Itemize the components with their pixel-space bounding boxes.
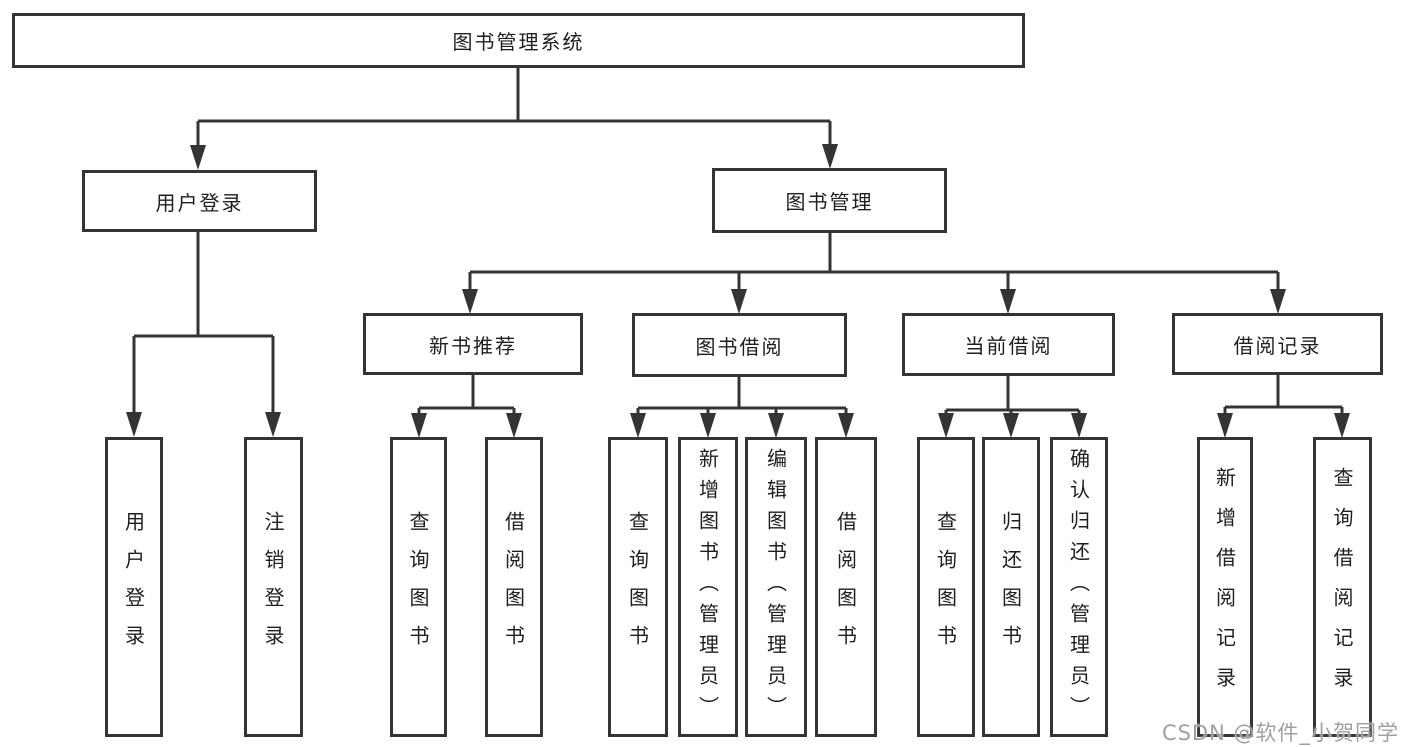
arrowhead-icon bbox=[126, 412, 142, 437]
arrowheads bbox=[126, 144, 1350, 438]
node-user-login-label: 用户登录 bbox=[155, 190, 244, 215]
leaf-borrow-books-recommend-label: 借阅图书 bbox=[501, 511, 526, 663]
leaf-user-login-label: 用户登录 bbox=[121, 511, 146, 663]
arrowhead-icon bbox=[1003, 413, 1019, 438]
leaf-query-books-recommend-label: 查询图书 bbox=[406, 511, 430, 663]
leaf-return-book-label: 归还图书 bbox=[998, 511, 1023, 663]
leaf-borrow-books-borrowing-label: 借阅图书 bbox=[833, 511, 858, 663]
node-new-book-recommend-label: 新书推荐 bbox=[429, 333, 517, 358]
watermark: CSDN @软件_小贺同学 bbox=[1161, 721, 1399, 745]
arrowhead-icon bbox=[411, 413, 427, 438]
arrowhead-icon bbox=[1334, 413, 1350, 438]
leaf-borrow-books-borrowing: 借阅图书 bbox=[815, 437, 877, 737]
node-book-management: 图书管理 bbox=[712, 168, 947, 233]
node-root: 图书管理系统 bbox=[12, 13, 1025, 68]
node-user-login: 用户登录 bbox=[82, 170, 317, 232]
arrowhead-icon bbox=[1071, 413, 1087, 438]
node-book-borrowing: 图书借阅 bbox=[632, 313, 847, 377]
arrowhead-icon bbox=[630, 413, 646, 438]
leaf-borrow-books-recommend: 借阅图书 bbox=[485, 437, 543, 737]
leaf-add-book-admin: 新增图书（管理员） bbox=[678, 437, 738, 737]
node-new-book-recommend: 新书推荐 bbox=[363, 313, 583, 375]
arrowhead-icon bbox=[838, 413, 854, 438]
arrowhead-icon bbox=[462, 289, 478, 314]
arrowhead-icon bbox=[731, 289, 747, 314]
node-book-management-label: 图书管理 bbox=[785, 190, 874, 214]
leaf-query-books-current: 查询图书 bbox=[917, 437, 975, 737]
arrowhead-icon bbox=[265, 412, 281, 437]
leaf-query-borrow-record-label: 查询借阅记录 bbox=[1330, 467, 1354, 707]
leaf-add-borrow-record: 新增借阅记录 bbox=[1197, 437, 1253, 737]
leaf-add-borrow-record-label: 新增借阅记录 bbox=[1212, 467, 1237, 707]
leaf-query-books-borrowing: 查询图书 bbox=[608, 437, 668, 737]
node-book-borrowing-label: 图书借阅 bbox=[695, 334, 784, 359]
leaf-query-borrow-record: 查询借阅记录 bbox=[1313, 437, 1372, 737]
leaf-add-book-admin-label: 新增图书（管理员） bbox=[695, 447, 720, 727]
arrowhead-icon bbox=[1000, 289, 1016, 314]
leaf-user-login: 用户登录 bbox=[105, 437, 163, 737]
arrowhead-icon bbox=[506, 413, 522, 438]
leaf-query-books-recommend: 查询图书 bbox=[390, 437, 447, 737]
leaf-confirm-return-admin: 确认归还（管理员） bbox=[1050, 437, 1108, 737]
node-current-borrowing-label: 当前借阅 bbox=[964, 334, 1053, 358]
leaf-logout: 注销登录 bbox=[244, 437, 303, 737]
arrowhead-icon bbox=[1270, 289, 1286, 314]
node-borrowing-records-label: 借阅记录 bbox=[1233, 333, 1322, 358]
arrowhead-icon bbox=[1217, 413, 1233, 438]
node-borrowing-records: 借阅记录 bbox=[1172, 313, 1383, 375]
leaf-edit-book-admin-label: 编辑图书（管理员） bbox=[763, 447, 788, 727]
leaf-return-book: 归还图书 bbox=[982, 437, 1040, 737]
node-root-label: 图书管理系统 bbox=[452, 30, 585, 54]
leaf-query-books-borrowing-label: 查询图书 bbox=[625, 511, 650, 663]
arrowhead-icon bbox=[768, 413, 784, 438]
arrowhead-icon bbox=[938, 413, 954, 438]
leaf-logout-label: 注销登录 bbox=[261, 511, 285, 663]
node-current-borrowing: 当前借阅 bbox=[902, 313, 1115, 376]
arrowhead-icon bbox=[700, 413, 716, 438]
arrowhead-icon bbox=[822, 144, 838, 169]
leaf-edit-book-admin: 编辑图书（管理员） bbox=[745, 437, 807, 737]
leaf-query-books-current-label: 查询图书 bbox=[933, 511, 958, 663]
leaf-confirm-return-admin-label: 确认归还（管理员） bbox=[1066, 447, 1091, 727]
arrowhead-icon bbox=[190, 145, 206, 170]
